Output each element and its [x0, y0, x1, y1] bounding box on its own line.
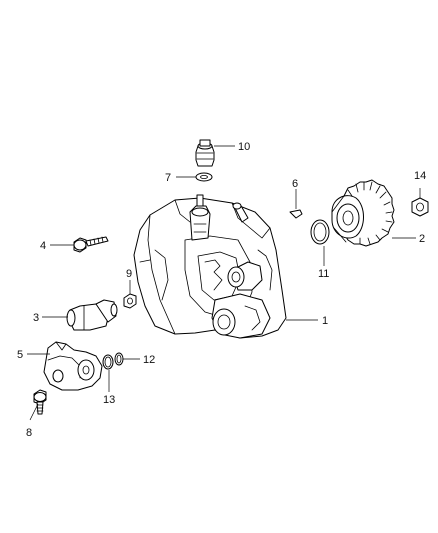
callout-8: 8 — [26, 427, 32, 439]
leader-8 — [29, 403, 39, 421]
o-ring-11 — [310, 219, 330, 245]
callout-3: 3 — [33, 312, 39, 324]
seal-ring-13 — [102, 354, 114, 370]
washer-7 — [195, 172, 213, 182]
woodruff-key — [289, 209, 303, 219]
callout-1: 1 — [322, 315, 328, 327]
callout-11: 11 — [318, 268, 329, 280]
callout-7: 7 — [165, 172, 171, 184]
fitting-10 — [195, 139, 215, 167]
callout-4: 4 — [40, 240, 46, 252]
callout-labels: 1 2 3 4 5 6 7 8 9 10 11 12 13 14 — [17, 141, 426, 439]
callout-9: 9 — [126, 268, 132, 280]
callout-6: 6 — [292, 178, 298, 190]
callout-5: 5 — [17, 349, 23, 361]
nut-9 — [123, 293, 137, 309]
bracket-part — [43, 341, 103, 391]
callout-13: 13 — [103, 394, 115, 406]
sensor-part — [66, 299, 118, 331]
callout-10: 10 — [238, 141, 250, 153]
bolt-4 — [73, 236, 109, 253]
callout-14: 14 — [414, 170, 426, 182]
callout-2: 2 — [419, 233, 425, 245]
bolt-8 — [33, 389, 47, 415]
ring-12 — [114, 352, 124, 366]
leader-lines — [27, 145, 421, 421]
callout-12: 12 — [143, 354, 155, 366]
drive-gear — [331, 179, 395, 247]
nut-14 — [411, 197, 429, 217]
pump-body — [133, 194, 287, 339]
